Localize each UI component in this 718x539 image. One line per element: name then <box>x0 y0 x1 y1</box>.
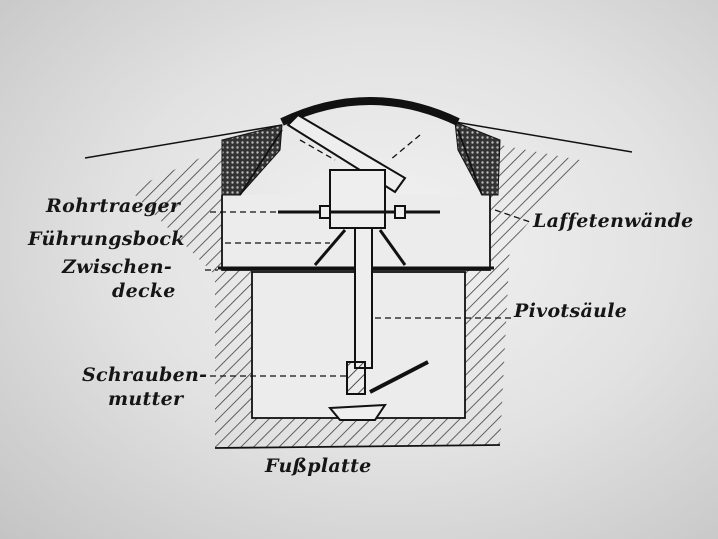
label-laffetenwaende: Laffetenwände <box>533 210 694 232</box>
label-fuehrungsbock: Führungsbock <box>28 228 185 250</box>
label-fussplatte: Fußplatte <box>265 455 372 477</box>
label-rohrtraeger: Rohrtraeger <box>46 195 181 217</box>
dome <box>280 97 460 126</box>
ground-line-right <box>454 121 633 153</box>
armor-block-left <box>221 124 283 196</box>
label-zwischendecke-2: decke <box>112 280 176 302</box>
ground-line-left <box>84 124 283 159</box>
label-pivotsaeule: Pivotsäule <box>514 300 628 322</box>
label-zwischendecke-1: Zwischen- <box>62 256 173 278</box>
leader-lines <box>200 134 531 377</box>
earth-hatching-left <box>130 145 580 448</box>
label-schraubenmutter-1: Schrauben- <box>82 364 208 386</box>
label-schraubenmutter-2: mutter <box>108 388 184 410</box>
